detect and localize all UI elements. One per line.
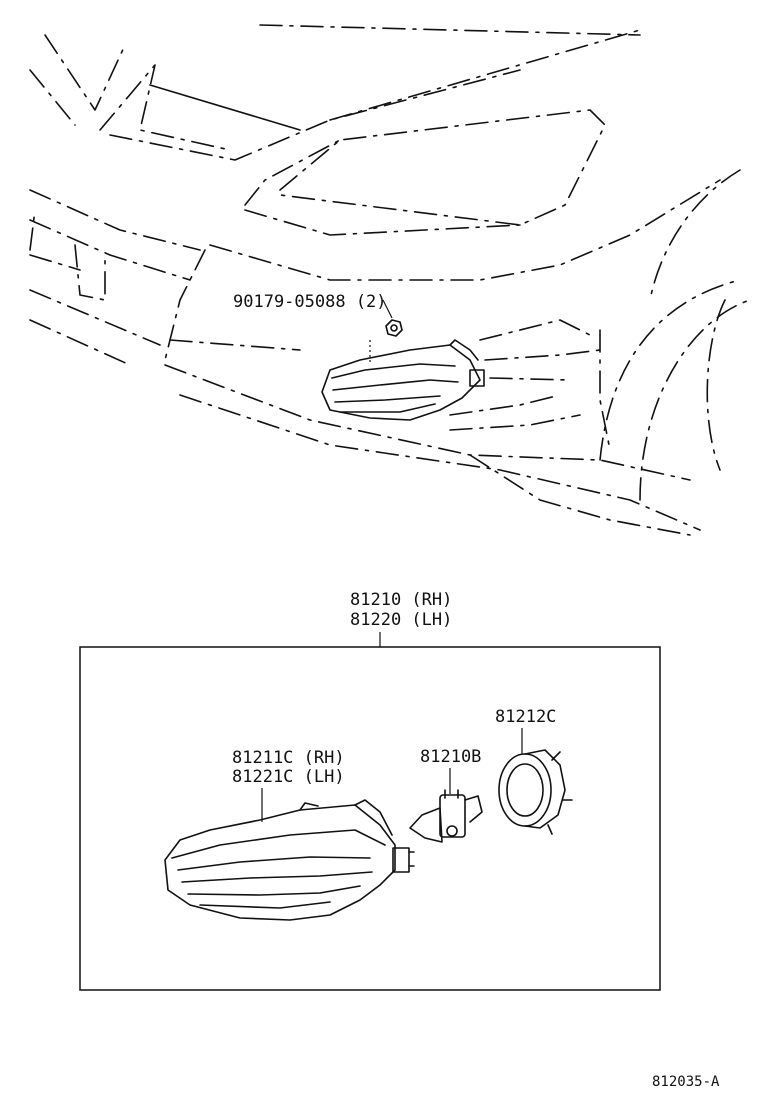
label-bulb: 81210B <box>420 747 481 767</box>
label-nut: 90179-05088 (2) <box>233 292 387 312</box>
label-lens-rh: 81211C (RH) <box>232 748 345 768</box>
fog-lamp-lens-unit <box>164 799 415 921</box>
fog-lamp-installed <box>321 339 485 421</box>
nut-leader <box>382 299 393 319</box>
assembly-frame <box>79 646 661 991</box>
reference-number: 812035-A <box>652 1074 720 1090</box>
nut-icon <box>385 319 403 337</box>
label-assy-rh: 81210 (RH) <box>350 590 452 610</box>
bulb-icon <box>409 789 483 843</box>
vehicle-front-outline <box>29 24 751 536</box>
label-socket: 81212C <box>495 707 556 727</box>
socket-icon <box>498 749 573 835</box>
label-assy-lh: 81220 (LH) <box>350 610 452 630</box>
label-lens-lh: 81221C (LH) <box>232 767 345 787</box>
